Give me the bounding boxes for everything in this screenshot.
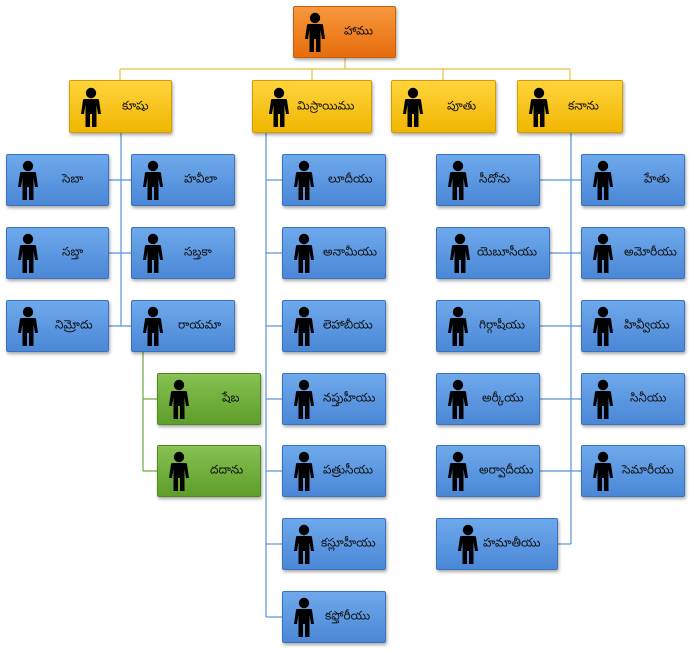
person-silhouette-icon <box>293 160 315 200</box>
person-silhouette-icon <box>293 379 315 419</box>
person-silhouette-icon <box>402 87 424 127</box>
node-arkites[interactable]: అర్కీయు <box>436 373 540 425</box>
person-silhouette-icon <box>592 306 614 346</box>
node-label: రాయమా <box>178 317 222 332</box>
person-silhouette-icon <box>304 12 326 52</box>
person-silhouette-icon <box>592 451 614 491</box>
node-arvadites[interactable]: అర్వాదీయు <box>436 445 540 497</box>
node-label: గిర్గాషీయు <box>479 317 526 332</box>
person-silhouette-icon <box>293 597 315 637</box>
person-silhouette-icon <box>17 306 39 346</box>
node-seba[interactable]: సెబా <box>6 154 109 206</box>
node-dedan[interactable]: దదాను <box>157 445 261 497</box>
node-label: కూషు <box>122 98 149 112</box>
node-label: పూతు <box>447 98 477 112</box>
node-naphtuhim[interactable]: నప్తుహీయు <box>282 373 386 425</box>
node-label: హేతు <box>644 171 670 186</box>
node-amorites[interactable]: అమోరీయు <box>581 227 685 279</box>
person-silhouette-icon <box>293 524 315 564</box>
node-heth[interactable]: హేతు <box>581 154 685 206</box>
node-girgashites[interactable]: గిర్గాషీయు <box>436 300 540 352</box>
node-mizraim[interactable]: మిస్రాయిము <box>252 80 372 133</box>
node-jebusites[interactable]: యెబూసీయు <box>436 227 550 279</box>
node-label: లూదీయు <box>328 171 373 186</box>
person-silhouette-icon <box>168 379 190 419</box>
person-silhouette-icon <box>293 233 315 273</box>
node-label: సెబా <box>62 171 84 186</box>
person-silhouette-icon <box>592 160 614 200</box>
node-label: కనాను <box>568 98 599 112</box>
node-label: అర్వాదీయు <box>479 462 534 477</box>
node-label: అనామీయు <box>323 244 377 259</box>
node-label: కస్లూహీయు <box>321 535 376 550</box>
person-silhouette-icon <box>592 379 614 419</box>
node-label: అర్కీయు <box>482 390 524 405</box>
node-kush[interactable]: కూషు <box>69 80 172 133</box>
node-raamah[interactable]: రాయమా <box>131 300 235 352</box>
node-label: సెమారీయు <box>622 462 674 477</box>
node-sinites[interactable]: సినీయు <box>581 373 685 425</box>
node-havilah[interactable]: హవీలా <box>131 154 235 206</box>
node-sheba[interactable]: షేబ <box>157 373 261 425</box>
node-pathrusim[interactable]: పత్రుసీయు <box>282 445 386 497</box>
node-hamathites[interactable]: హమాతీయు <box>436 518 558 570</box>
person-silhouette-icon <box>17 233 39 273</box>
person-silhouette-icon <box>592 233 614 273</box>
node-label: సబ్తకా <box>184 244 212 259</box>
node-root[interactable]: హాము <box>293 6 396 58</box>
node-label: హివ్వీయు <box>624 317 670 332</box>
node-label: హాము <box>344 23 374 38</box>
node-casluhim[interactable]: కస్లూహీయు <box>282 518 386 570</box>
person-silhouette-icon <box>17 160 39 200</box>
node-put[interactable]: పూతు <box>391 80 496 133</box>
node-label: పత్రుసీయు <box>323 462 374 477</box>
node-sabtah[interactable]: సబ్తా <box>6 227 109 279</box>
node-ludim[interactable]: లూదీయు <box>282 154 386 206</box>
node-label: షేబ <box>222 390 240 405</box>
person-silhouette-icon <box>142 160 164 200</box>
node-label: దదాను <box>210 462 244 477</box>
node-label: యెబూసీయు <box>477 244 538 259</box>
node-canaan[interactable]: కనాను <box>517 80 623 133</box>
node-caphtorim[interactable]: కఫ్తోరీయు <box>282 591 386 643</box>
node-label: హవీలా <box>184 171 218 186</box>
person-silhouette-icon <box>447 379 469 419</box>
node-nimrod[interactable]: నిమ్రోదు <box>6 300 109 352</box>
node-label: సబ్తా <box>62 244 84 259</box>
node-label: సినీయు <box>630 390 667 405</box>
node-sabteca[interactable]: సబ్తకా <box>131 227 235 279</box>
node-hivites[interactable]: హివ్వీయు <box>581 300 685 352</box>
node-label: లెహాబీయు <box>323 317 373 332</box>
person-silhouette-icon <box>447 306 469 346</box>
node-label: నిమ్రోదు <box>55 317 93 332</box>
node-label: నప్తుహీయు <box>323 390 376 405</box>
node-lehabim[interactable]: లెహాబీయు <box>282 300 386 352</box>
node-label: అమోరీయు <box>624 244 677 259</box>
node-sidon[interactable]: సీదోను <box>436 154 540 206</box>
person-silhouette-icon <box>447 160 469 200</box>
person-silhouette-icon <box>293 306 315 346</box>
person-silhouette-icon <box>293 451 315 491</box>
person-silhouette-icon <box>80 87 102 127</box>
person-silhouette-icon <box>268 87 290 127</box>
person-silhouette-icon <box>528 87 550 127</box>
node-label: హమాతీయు <box>483 535 541 550</box>
person-silhouette-icon <box>457 524 479 564</box>
node-label: సీదోను <box>479 171 511 186</box>
node-label: కఫ్తోరీయు <box>325 608 371 623</box>
node-zemarites[interactable]: సెమారీయు <box>581 445 685 497</box>
person-silhouette-icon <box>142 306 164 346</box>
node-anamim[interactable]: అనామీయు <box>282 227 386 279</box>
person-silhouette-icon <box>168 451 190 491</box>
person-silhouette-icon <box>449 233 471 273</box>
node-label: మిస్రాయిము <box>297 98 355 112</box>
person-silhouette-icon <box>447 451 469 491</box>
person-silhouette-icon <box>142 233 164 273</box>
